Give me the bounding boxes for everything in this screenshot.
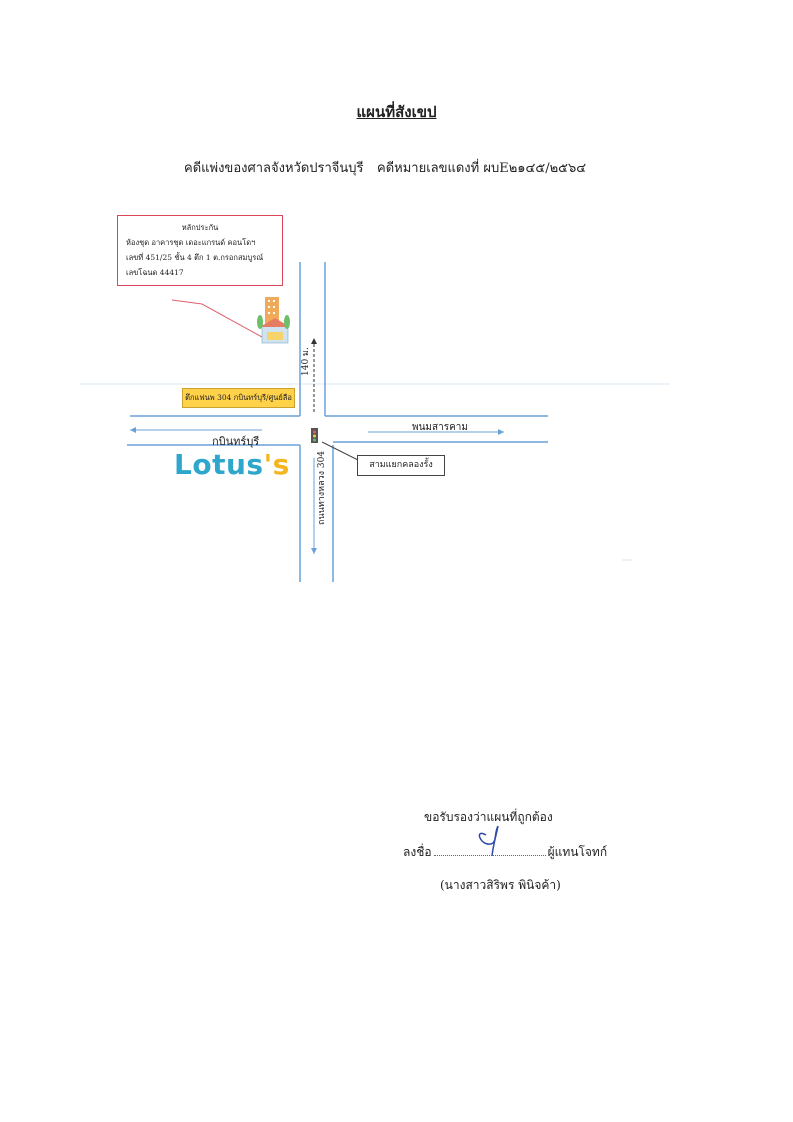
highway-label: ถนนทางหลวง 304 (317, 450, 327, 525)
traffic-light-icon (311, 428, 318, 443)
lotus-logo: Lotus's (174, 448, 290, 481)
landmark-label: ตึกแฟนพ 304 กบินทร์บุรี/ศูนย์ลือ (182, 388, 295, 408)
sign-prefix: ลงชื่อ (403, 845, 432, 859)
page-title: แผนที่สังเขป (356, 103, 437, 121)
building-icon (257, 297, 290, 344)
signature-line: ลงชื่อ ผู้แทนโจทก์ (403, 843, 607, 862)
callout-pointer (321, 441, 359, 461)
collateral-line-1: ห้องชุด อาคารชุด เดอะแกรนด์ คอนโดฯ (126, 238, 256, 247)
distance-label: 140 ม. (301, 347, 311, 376)
signature-dots (433, 845, 546, 856)
junction-callout: สามแยกคลองรั้ง (357, 455, 445, 476)
collateral-pointer-line (171, 299, 263, 338)
lotus-text: Lotus (174, 448, 264, 481)
road-label-kabinburi: กบินทร์บุรี (212, 435, 260, 448)
collateral-line-3: เลขโฉนด 44417 (126, 268, 184, 277)
lotus-suffix: 's (263, 448, 290, 481)
signature (478, 825, 499, 857)
signer-name: (นางสาวสิริพร พินิจค้า) (440, 878, 561, 892)
collateral-heading: หลักประกัน (181, 223, 219, 232)
collateral-box: หลักประกัน ห้องชุด อาคารชุด เดอะแกรนด์ ค… (117, 215, 283, 286)
court-name: คดีแพ่งของศาลจังหวัดปราจีนบุรี (184, 161, 364, 176)
red-case-number: คดีหมายเลขแดงที่ ผบE๒๑๔๕/๒๕๖๔ (377, 161, 587, 176)
road-label-phanom-sarakham: พนมสารคาม (412, 422, 469, 433)
collateral-line-2: เลขที่ 451/25 ชั้น 4 ตึก 1 ต.กรอกสมบูรณ์ (126, 253, 264, 262)
sign-suffix: ผู้แทนโจทก์ (547, 845, 608, 859)
certify-text: ขอรับรองว่าแผนที่ถูกต้อง (424, 810, 553, 824)
